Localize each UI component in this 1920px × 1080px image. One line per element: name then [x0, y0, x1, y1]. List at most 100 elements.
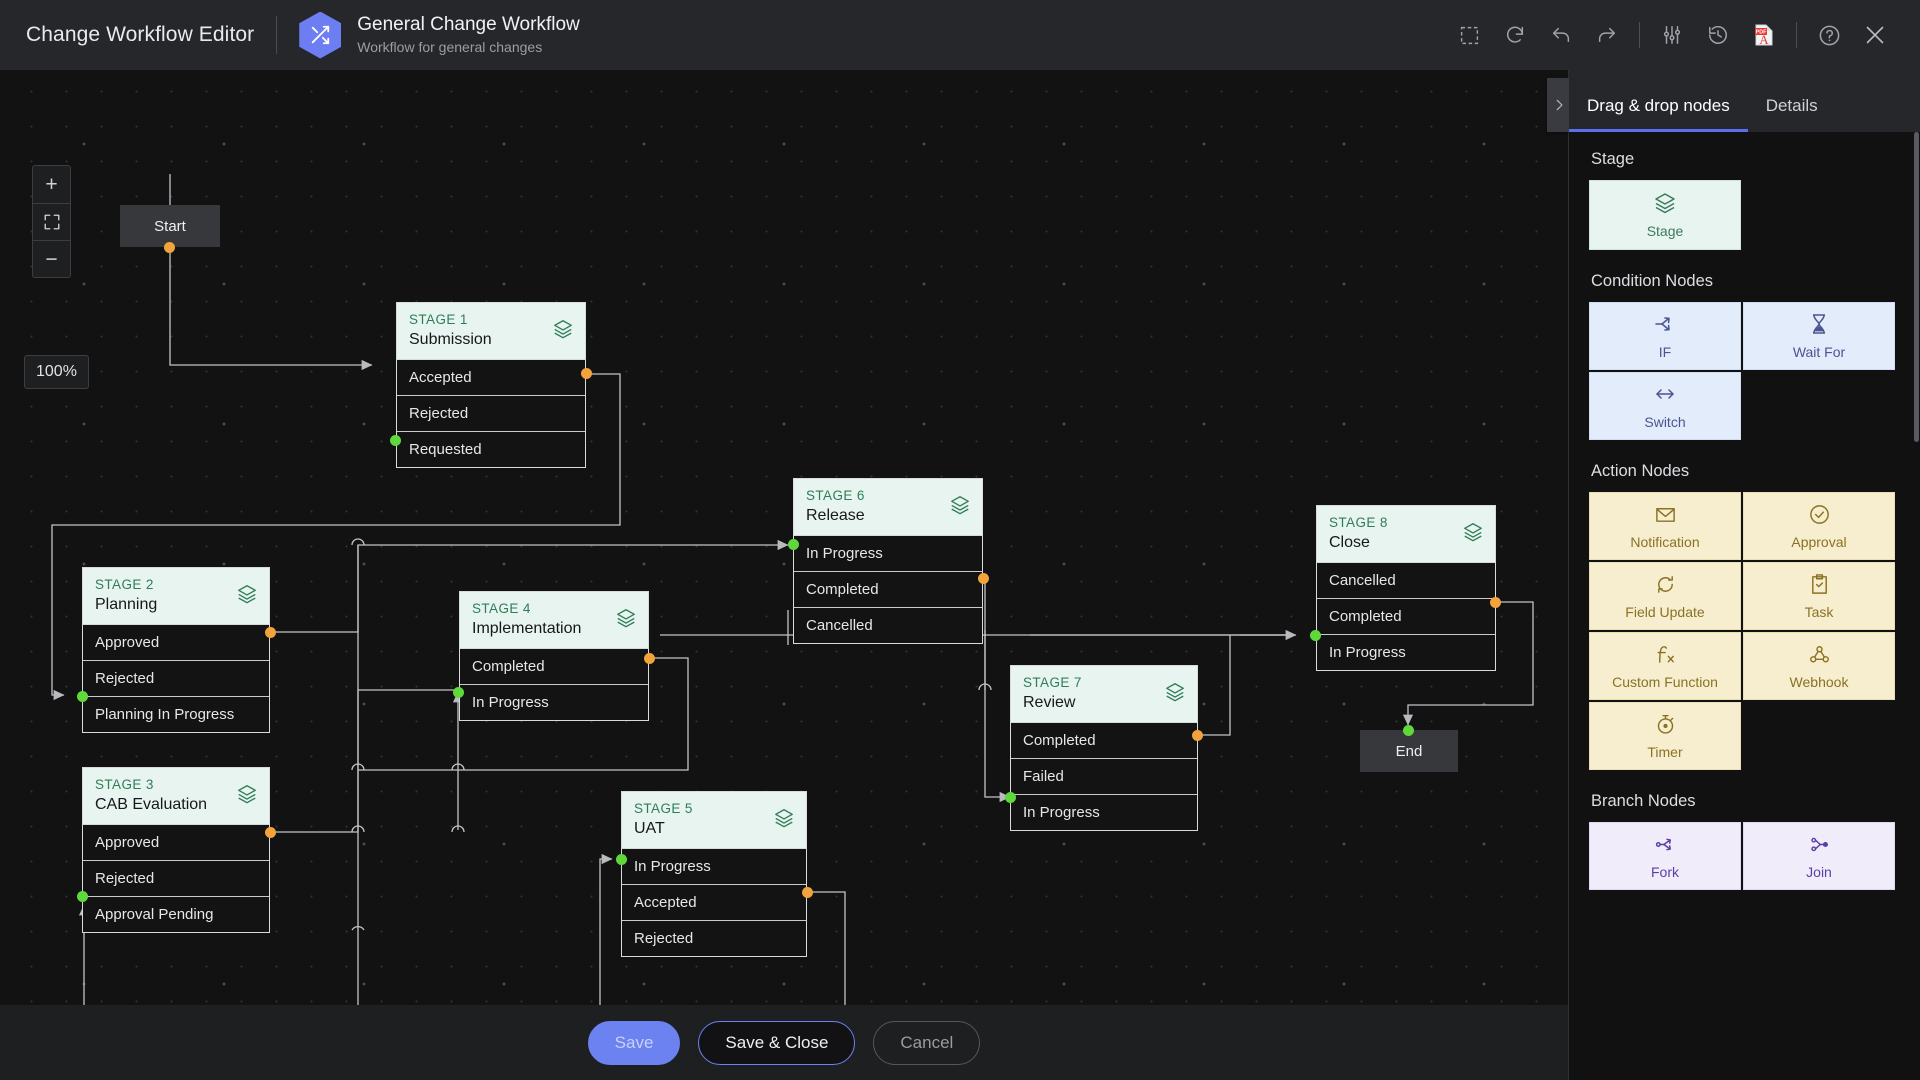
stage-output-port[interactable]	[581, 368, 592, 379]
stage-input-port[interactable]	[77, 691, 88, 702]
stage-row[interactable]: Cancelled	[1317, 563, 1495, 599]
stage-row[interactable]: Completed	[1011, 723, 1197, 759]
chevron-right-icon[interactable]	[1547, 78, 1571, 132]
close-icon[interactable]	[1852, 12, 1898, 58]
stage-node[interactable]: STAGE 8 Close Cancelled Completed In Pro…	[1316, 505, 1496, 671]
start-node[interactable]: Start	[120, 205, 220, 247]
zoom-in-button[interactable]: +	[45, 173, 58, 196]
hourglass-icon	[1807, 312, 1831, 339]
palette-item-task[interactable]: Task	[1743, 562, 1895, 630]
stage-input-port[interactable]	[77, 891, 88, 902]
stage-input-port[interactable]	[390, 435, 401, 446]
undo-icon[interactable]	[1538, 12, 1584, 58]
stage-name: Implementation	[472, 620, 582, 637]
toolbar-separator-1	[1639, 22, 1640, 48]
stage-row[interactable]: Rejected	[83, 661, 269, 697]
stage-name: Planning	[95, 596, 158, 613]
stage-node[interactable]: STAGE 3 CAB Evaluation Approved Rejected…	[82, 767, 270, 933]
cancel-button[interactable]: Cancel	[873, 1020, 981, 1065]
palette-item-if[interactable]: IF	[1589, 302, 1741, 370]
stage-output-port[interactable]	[265, 627, 276, 638]
palette-item-stage[interactable]: Stage	[1589, 180, 1741, 250]
layers-icon	[1462, 521, 1484, 547]
help-icon[interactable]	[1806, 12, 1852, 58]
stage-output-port[interactable]	[978, 573, 989, 584]
palette-item-fork[interactable]: Fork	[1589, 822, 1741, 890]
stage-input-port[interactable]	[788, 539, 799, 550]
panel-scrollbar[interactable]	[1914, 132, 1919, 442]
stage-row[interactable]: Approved	[83, 625, 269, 661]
palette-item-label: Fork	[1651, 863, 1679, 880]
zoom-level-indicator[interactable]: 100%	[24, 355, 89, 389]
stage-row[interactable]: Approval Pending	[83, 897, 269, 932]
stage-row[interactable]: Accepted	[397, 360, 585, 396]
stage-output-port[interactable]	[1192, 730, 1203, 741]
end-node-input-port[interactable]	[1403, 725, 1414, 736]
stage-row[interactable]: Completed	[794, 572, 982, 608]
stage-row[interactable]: Completed	[1317, 599, 1495, 635]
refresh-icon[interactable]	[1492, 12, 1538, 58]
stage-row[interactable]: Requested	[397, 432, 585, 467]
stage-node[interactable]: STAGE 6 Release In Progress Completed Ca…	[793, 478, 983, 644]
palette-item-webhook[interactable]: Webhook	[1743, 632, 1895, 700]
stage-input-port[interactable]	[1310, 630, 1321, 641]
palette-item-notification[interactable]: Notification	[1589, 492, 1741, 560]
page-title: Change Workflow Editor	[26, 23, 255, 46]
palette-item-approval[interactable]: Approval	[1743, 492, 1895, 560]
history-icon[interactable]	[1695, 12, 1741, 58]
stage-row[interactable]: In Progress	[622, 849, 806, 885]
tab-drag-drop-nodes[interactable]: Drag & drop nodes	[1569, 96, 1748, 132]
stage-node[interactable]: STAGE 7 Review Completed Failed In Progr…	[1010, 665, 1198, 831]
stage-input-port[interactable]	[1005, 792, 1016, 803]
save-and-close-button[interactable]: Save & Close	[698, 1020, 856, 1065]
check-circle-icon	[1808, 503, 1831, 529]
stage-row[interactable]: In Progress	[794, 536, 982, 572]
stage-output-port[interactable]	[644, 653, 655, 664]
save-button[interactable]: Save	[587, 1020, 681, 1065]
redo-icon[interactable]	[1584, 12, 1630, 58]
palette-item-switch[interactable]: Switch	[1589, 372, 1741, 440]
stage-row[interactable]: In Progress	[1011, 795, 1197, 830]
stage-input-port[interactable]	[616, 854, 627, 865]
marquee-select-icon[interactable]	[1446, 12, 1492, 58]
start-node-output-port[interactable]	[164, 242, 175, 253]
palette-item-custom-function[interactable]: Custom Function	[1589, 632, 1741, 700]
stage-row[interactable]: Rejected	[622, 921, 806, 956]
stage-row[interactable]: Rejected	[83, 861, 269, 897]
stage-row[interactable]: Rejected	[397, 396, 585, 432]
palette-item-wait-for[interactable]: Wait For	[1743, 302, 1895, 370]
settings-sliders-icon[interactable]	[1649, 12, 1695, 58]
stage-row[interactable]: Cancelled	[794, 608, 982, 643]
palette-item-label: Webhook	[1789, 673, 1849, 690]
palette-item-label: Approval	[1791, 533, 1847, 550]
stage-node[interactable]: STAGE 4 Implementation Completed In Prog…	[459, 591, 649, 721]
stage-output-port[interactable]	[1490, 597, 1501, 608]
stage-node[interactable]: STAGE 5 UAT In Progress Accepted Rejecte…	[621, 791, 807, 957]
palette-item-timer[interactable]: Timer	[1589, 702, 1741, 770]
fit-screen-icon[interactable]	[33, 203, 70, 240]
end-node[interactable]: End	[1360, 730, 1458, 772]
stage-output-port[interactable]	[265, 827, 276, 838]
stage-number: STAGE 2	[95, 577, 154, 592]
tab-details[interactable]: Details	[1765, 96, 1818, 115]
stage-output-port[interactable]	[802, 887, 813, 898]
stage-row[interactable]: Accepted	[622, 885, 806, 921]
stage-row[interactable]: Completed	[460, 649, 648, 685]
workflow-canvas[interactable]: + − 100% Start End STAGE 1 Submission	[0, 70, 1568, 1055]
zoom-out-button[interactable]: −	[33, 240, 70, 277]
stage-row[interactable]: In Progress	[460, 685, 648, 720]
stage-node[interactable]: STAGE 1 Submission Accepted Rejected Req…	[396, 302, 586, 468]
stage-row[interactable]: Planning In Progress	[83, 697, 269, 732]
end-node-label: End	[1395, 742, 1423, 760]
stage-input-port[interactable]	[453, 687, 464, 698]
pdf-export-icon[interactable]: PDF A	[1741, 12, 1787, 58]
section-title-condition-nodes: Condition Nodes	[1591, 272, 1713, 290]
stage-node[interactable]: STAGE 2 Planning Approved Rejected Plann…	[82, 567, 270, 733]
palette-item-join[interactable]: Join	[1743, 822, 1895, 890]
stage-row[interactable]: Approved	[83, 825, 269, 861]
stage-row[interactable]: In Progress	[1317, 635, 1495, 670]
palette-item-field-update[interactable]: Field Update	[1589, 562, 1741, 630]
layers-icon	[615, 607, 637, 633]
stage-row[interactable]: Failed	[1011, 759, 1197, 795]
panel-body: Stage Stage Condition Nodes IF Wai	[1569, 132, 1920, 1080]
